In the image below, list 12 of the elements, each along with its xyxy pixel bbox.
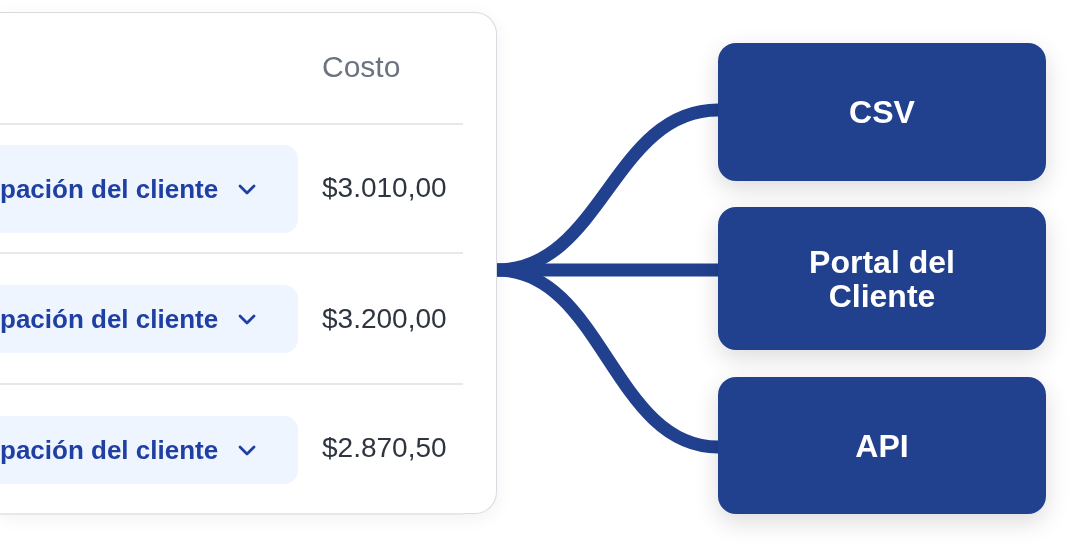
- cost-value: $3.200,00: [322, 302, 447, 336]
- process-box: Portal del Cliente: [718, 207, 1046, 350]
- connector-line: [496, 263, 719, 454]
- dropdown-select: pación del cliente: [0, 145, 298, 233]
- dropdown-select: pación del cliente: [0, 285, 298, 353]
- dropdown-select: pación del cliente: [0, 416, 298, 484]
- process-box: CSV: [718, 43, 1046, 181]
- cost-value: $2.870,50: [322, 431, 447, 465]
- cost-value: $3.010,00: [322, 171, 447, 205]
- process-box: API: [718, 377, 1046, 514]
- table-card: [0, 12, 497, 514]
- column-header: Costo: [322, 49, 401, 85]
